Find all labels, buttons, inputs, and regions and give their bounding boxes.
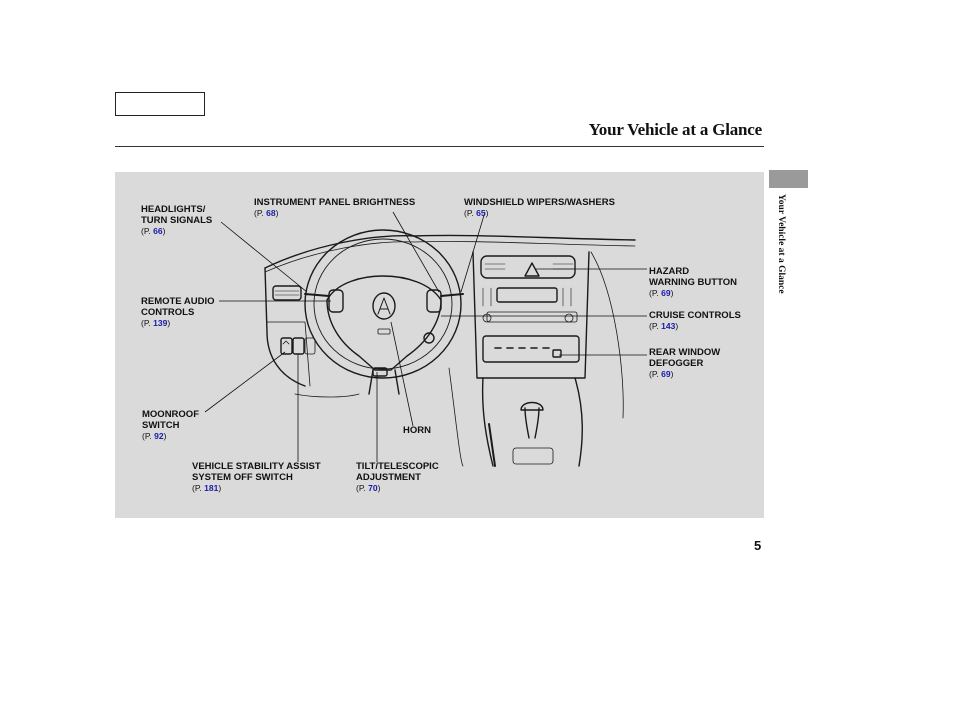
callout-remote-audio: REMOTE AUDIO CONTROLS (P. 139)	[141, 296, 215, 328]
callout-horn: HORN	[403, 425, 431, 436]
center-console	[481, 377, 583, 467]
wiper-stalk	[440, 293, 464, 297]
dashboard-top-edge	[264, 234, 636, 269]
leader-moonroof	[204, 351, 286, 413]
callout-hazard: HAZARD WARNING BUTTON (P. 69)	[649, 266, 737, 298]
page-ref-hazard[interactable]: (P. 69)	[649, 288, 674, 298]
page-ref-headlights[interactable]: (P. 66)	[141, 226, 166, 236]
center-stack-outline	[472, 251, 590, 379]
headlight-stalk	[304, 293, 330, 297]
left-dash-contour	[264, 267, 306, 387]
steering-wheel-rim	[304, 229, 462, 379]
leader-headlights	[220, 221, 308, 293]
page-ref-vsa[interactable]: (P. 181)	[192, 483, 222, 493]
dashboard-illustration-panel: HEADLIGHTS/ TURN SIGNALS (P. 66) INSTRUM…	[115, 172, 764, 518]
cruise-control-buttons	[426, 289, 442, 313]
callout-rear-window-defogger: REAR WINDOW DEFOGGER (P. 69)	[649, 347, 721, 379]
title-divider	[115, 146, 764, 147]
callout-headlights: HEADLIGHTS/ TURN SIGNALS (P. 66)	[141, 204, 213, 236]
leader-wipers	[460, 211, 486, 293]
hazard-button-housing	[480, 255, 576, 279]
page-ref-rear-window-defogger[interactable]: (P. 69)	[649, 369, 674, 379]
left-air-vent	[272, 285, 302, 301]
page-ref-windshield-wipers[interactable]: (P. 65)	[464, 208, 489, 218]
climate-control-panel	[482, 335, 580, 363]
acura-logo	[372, 292, 396, 320]
page-ref-instrument-panel-brightness[interactable]: (P. 68)	[254, 208, 279, 218]
callout-instrument-panel-brightness: INSTRUMENT PANEL BRIGHTNESS (P. 68)	[254, 197, 416, 218]
audio-display	[496, 287, 558, 303]
dashboard-illustration	[204, 211, 647, 467]
section-tab-label: Your Vehicle at a Glance	[776, 194, 786, 294]
callout-tilt-telescopic: TILT/TELESCOPIC ADJUSTMENT (P. 70)	[356, 461, 439, 493]
page-ref-cruise-controls[interactable]: (P. 143)	[649, 321, 679, 331]
page-title: Your Vehicle at a Glance	[588, 120, 763, 139]
hazard-button-icon	[524, 262, 540, 277]
gear-shift-lever	[524, 407, 540, 439]
leader-horn	[390, 321, 414, 427]
moonroof-switch-shape	[280, 337, 293, 355]
table-of-contents-box[interactable]	[115, 92, 205, 116]
page-ref-tilt-telescopic[interactable]: (P. 70)	[356, 483, 381, 493]
callout-cruise-controls: CRUISE CONTROLS (P. 143)	[649, 310, 741, 331]
callout-vsa: VEHICLE STABILITY ASSIST SYSTEM OFF SWIT…	[192, 461, 321, 493]
parking-brake-lever	[488, 423, 496, 467]
vsa-switch-shape	[292, 337, 305, 355]
rear-defogger-button	[552, 349, 562, 358]
leader-instrument-brightness	[392, 211, 440, 293]
page-ref-remote-audio[interactable]: (P. 139)	[141, 318, 171, 328]
callout-moonroof: MOONROOF SWITCH (P. 92)	[142, 409, 199, 441]
callout-windshield-wipers: WINDSHIELD WIPERS/WASHERS (P. 65)	[464, 197, 615, 218]
page-ref-moonroof[interactable]: (P. 92)	[142, 431, 167, 441]
page-number: 5	[754, 538, 762, 553]
section-tab-marker[interactable]	[769, 170, 808, 188]
